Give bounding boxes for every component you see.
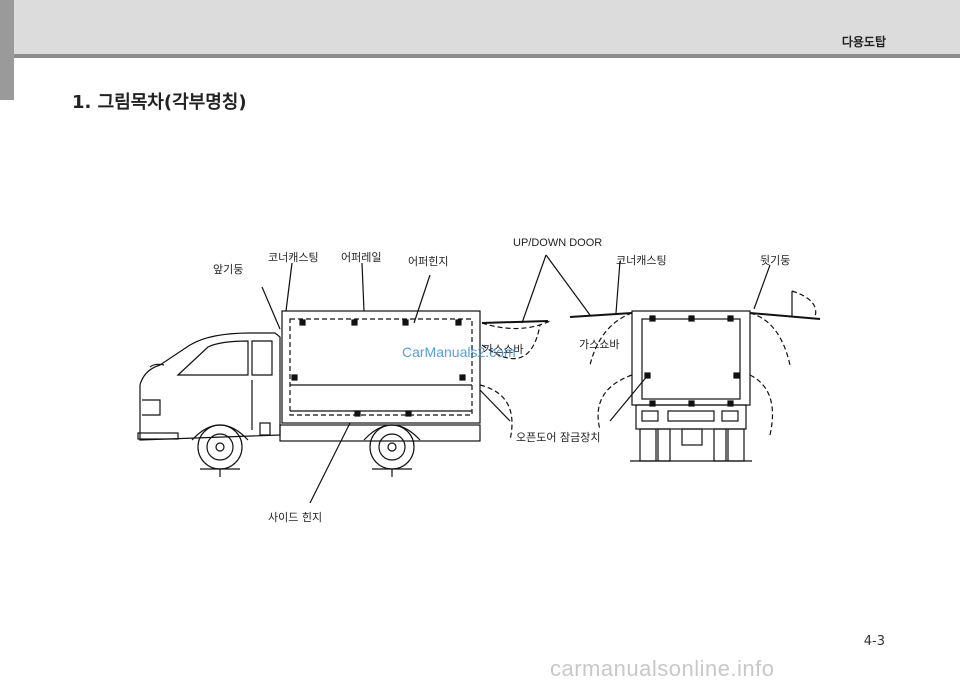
chapter-tab [0, 0, 14, 100]
side-box [281, 310, 481, 424]
footer-watermark: carmanualsonline.info [550, 656, 775, 681]
section-title: 다용도탑 [841, 35, 886, 49]
label-corner-casting-left: 코너캐스팅 [268, 251, 319, 264]
header-rule [0, 54, 960, 58]
header-bar [0, 0, 960, 54]
cab-window [176, 340, 249, 376]
label-upper-hinge: 어퍼힌지 [408, 255, 449, 268]
label-rear-pillar: 뒷기둥 [760, 254, 791, 267]
page-title: 1. 그림목차(각부명칭) [72, 92, 247, 113]
rear-wheel [369, 424, 415, 470]
label-up-down-door: UP/DOWN DOOR [513, 237, 603, 249]
label-corner-casting-right: 코너캐스팅 [616, 254, 667, 267]
label-gas-bar-right: 가스쇼바 [579, 338, 620, 351]
label-front-pillar: 앞기둥 [213, 263, 244, 276]
watermark-overlay: CarManuals2.com [402, 344, 516, 360]
label-upper-rail: 어퍼레일 [341, 251, 382, 264]
front-wheel [197, 424, 243, 470]
label-open-door-lock: 오픈도어 잠금장치 [516, 431, 601, 444]
label-gas-bar-left: 가스쇼바 [483, 343, 524, 356]
label-side-hinge: 사이드 힌지 [268, 511, 323, 524]
truck-diagram [137, 254, 821, 504]
rear-box [631, 310, 751, 406]
cab-outline [139, 332, 281, 441]
page-number: 4-3 [863, 634, 885, 649]
